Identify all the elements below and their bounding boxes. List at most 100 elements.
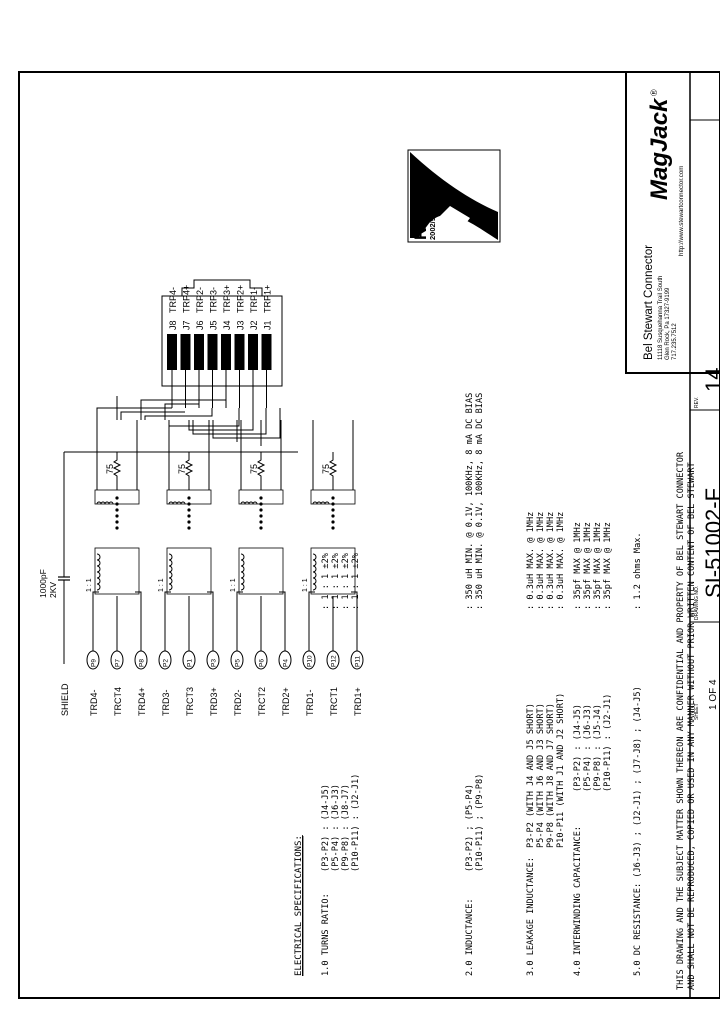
pin-number: P6 xyxy=(259,659,266,667)
resistor xyxy=(328,452,338,490)
pin-net-label: TRD2- xyxy=(233,689,243,716)
spec-value: : 1.2 ohms Max. xyxy=(633,532,643,610)
drawing-no-value: SI-51002-F xyxy=(701,488,720,598)
spec-leakage-inductance: 3.0 LEAKAGE INDUCTANCE: P3-P2 (WITH J4 A… xyxy=(526,512,566,976)
pin-net-label: TRD4- xyxy=(89,689,99,716)
coil-turn xyxy=(240,571,245,579)
coil-turn xyxy=(168,583,173,591)
core-mark xyxy=(331,508,335,512)
logo-text: MagJack xyxy=(646,97,673,200)
sheet-label: SHEET xyxy=(694,703,700,720)
coil-turn xyxy=(168,565,173,573)
core-mark xyxy=(331,514,335,518)
core-mark xyxy=(259,496,263,500)
spec-label: 5.0 DC RESISTANCE: (J6-J3) ; (J2-J1) ; (… xyxy=(633,686,643,976)
jack-pin-number: J5 xyxy=(209,320,219,330)
jack-contact xyxy=(167,334,177,370)
pin-net-label: TRD1+ xyxy=(353,687,363,716)
core-mark xyxy=(115,514,119,518)
coil-turn xyxy=(240,565,245,573)
core-mark xyxy=(187,514,191,518)
core-mark xyxy=(115,508,119,512)
core-mark xyxy=(187,508,191,512)
capacitor-voltage: 2KV xyxy=(48,582,58,598)
rohs-subtitle: 2002/95/EC xyxy=(428,200,437,240)
jack-pin-number: J8 xyxy=(168,320,178,330)
spec-value: : 1 : 1 ±2% xyxy=(351,552,361,610)
coil-turn xyxy=(168,571,173,579)
spec-row: (P3-P2) ; (P5-P4) xyxy=(465,784,475,872)
coil-turn xyxy=(240,577,245,585)
pin-number: P11 xyxy=(355,656,362,667)
trace xyxy=(96,407,172,420)
pin-number: P2 xyxy=(163,659,170,667)
spec-row: (P3-P2) : (J4-J5) xyxy=(573,704,583,792)
jack-pin-number: J4 xyxy=(222,320,232,330)
spec-row: P3-P2 (WITH J4 AND J5 SHORT) xyxy=(526,703,536,848)
jack-contact xyxy=(248,334,258,370)
coil-turn xyxy=(168,553,173,561)
primary-winding xyxy=(94,547,140,595)
jack-contact xyxy=(207,334,218,370)
coil-turn xyxy=(240,553,245,561)
jack-pin-signal: TRP1- xyxy=(249,287,259,313)
spec-row: (P10-P11) : (J2-J1) xyxy=(351,774,361,872)
trace xyxy=(120,411,185,420)
spec-label: 2.0 INDUCTANCE: xyxy=(465,898,475,976)
core-mark xyxy=(331,496,335,500)
core-mark xyxy=(259,526,263,530)
transformer-channel: 1 : 175 xyxy=(230,420,286,596)
coil-turn xyxy=(240,583,245,591)
spec-turns-ratio: 1.0 TURNS RATIO: (P3-P2) : (J4-J5) (P5-P… xyxy=(321,552,361,976)
pin-number: P1 xyxy=(187,659,194,667)
drawing-no-label: DRAWING NO. xyxy=(694,586,700,620)
spec-value: : 0.3uH MAX. @ 1MHz xyxy=(546,512,556,610)
turns-ratio-label: 1 : 1 xyxy=(230,578,237,592)
pin-net-label: TRD2+ xyxy=(281,687,291,716)
left-pin: TRD3-P2 xyxy=(158,596,172,716)
trace xyxy=(212,408,281,439)
company-url: http://www.stewartconnector.com xyxy=(678,166,685,256)
jack-pin-signal: TRP3- xyxy=(209,287,219,313)
spec-value: : 1 : 1 ±2% xyxy=(331,552,341,610)
jack-pin-number: J1 xyxy=(263,320,273,330)
spec-row: (P5-P4) : (J6-J3) xyxy=(331,784,341,872)
core-mark xyxy=(259,520,263,524)
coil-turn xyxy=(96,553,101,561)
primary-winding xyxy=(238,547,284,595)
jack-pin-number: J2 xyxy=(249,320,259,330)
spec-dc-resistance: 5.0 DC RESISTANCE: (J6-J3) ; (J2-J1) ; (… xyxy=(633,532,643,976)
core-mark xyxy=(115,496,119,500)
core-mark xyxy=(331,526,335,530)
left-pin: TRD1+ P11 xyxy=(350,596,364,716)
pin-net-label: TRCT1 xyxy=(329,687,339,716)
turns-ratio-label: 1 : 1 xyxy=(86,578,93,592)
jack-pin: J2 TRP1- xyxy=(248,287,259,408)
spec-row: (P9-P8) : (J5-J4) xyxy=(593,704,603,792)
notice-line-1: THIS DRAWING AND THE SUBJECT MATTER SHOW… xyxy=(676,451,686,990)
left-pin: TRD2-P5 xyxy=(230,596,244,716)
schematic: SHIELD 1000pF 2KV TRD4-P9TRCT4P7TRD4+P8T… xyxy=(38,279,364,716)
resistor-value: 75 xyxy=(321,464,331,474)
core-mark xyxy=(187,520,191,524)
resistor xyxy=(256,452,266,490)
spec-value: : 0.3uH MAX. @ 1MHz xyxy=(556,512,566,610)
jack-pin-number: J6 xyxy=(195,320,205,330)
pin-number: P8 xyxy=(139,659,146,667)
coil-turn xyxy=(312,583,317,591)
pin-number: P10 xyxy=(307,655,314,667)
core-mark xyxy=(259,508,263,512)
spec-row: P5-P4 (WITH J6 AND J3 SHORT) xyxy=(536,703,546,848)
rohs-title: RoHS xyxy=(411,194,430,240)
specs-heading: ELECTRICAL SPECIFICATIONS: xyxy=(294,835,304,976)
magjack-logo: MagJack ® xyxy=(646,89,673,200)
rohs-logo: RoHS 2002/95/EC xyxy=(407,149,501,243)
pin-net-label: TRD3+ xyxy=(209,687,219,716)
left-pin: TRD4+P8 xyxy=(134,596,148,716)
